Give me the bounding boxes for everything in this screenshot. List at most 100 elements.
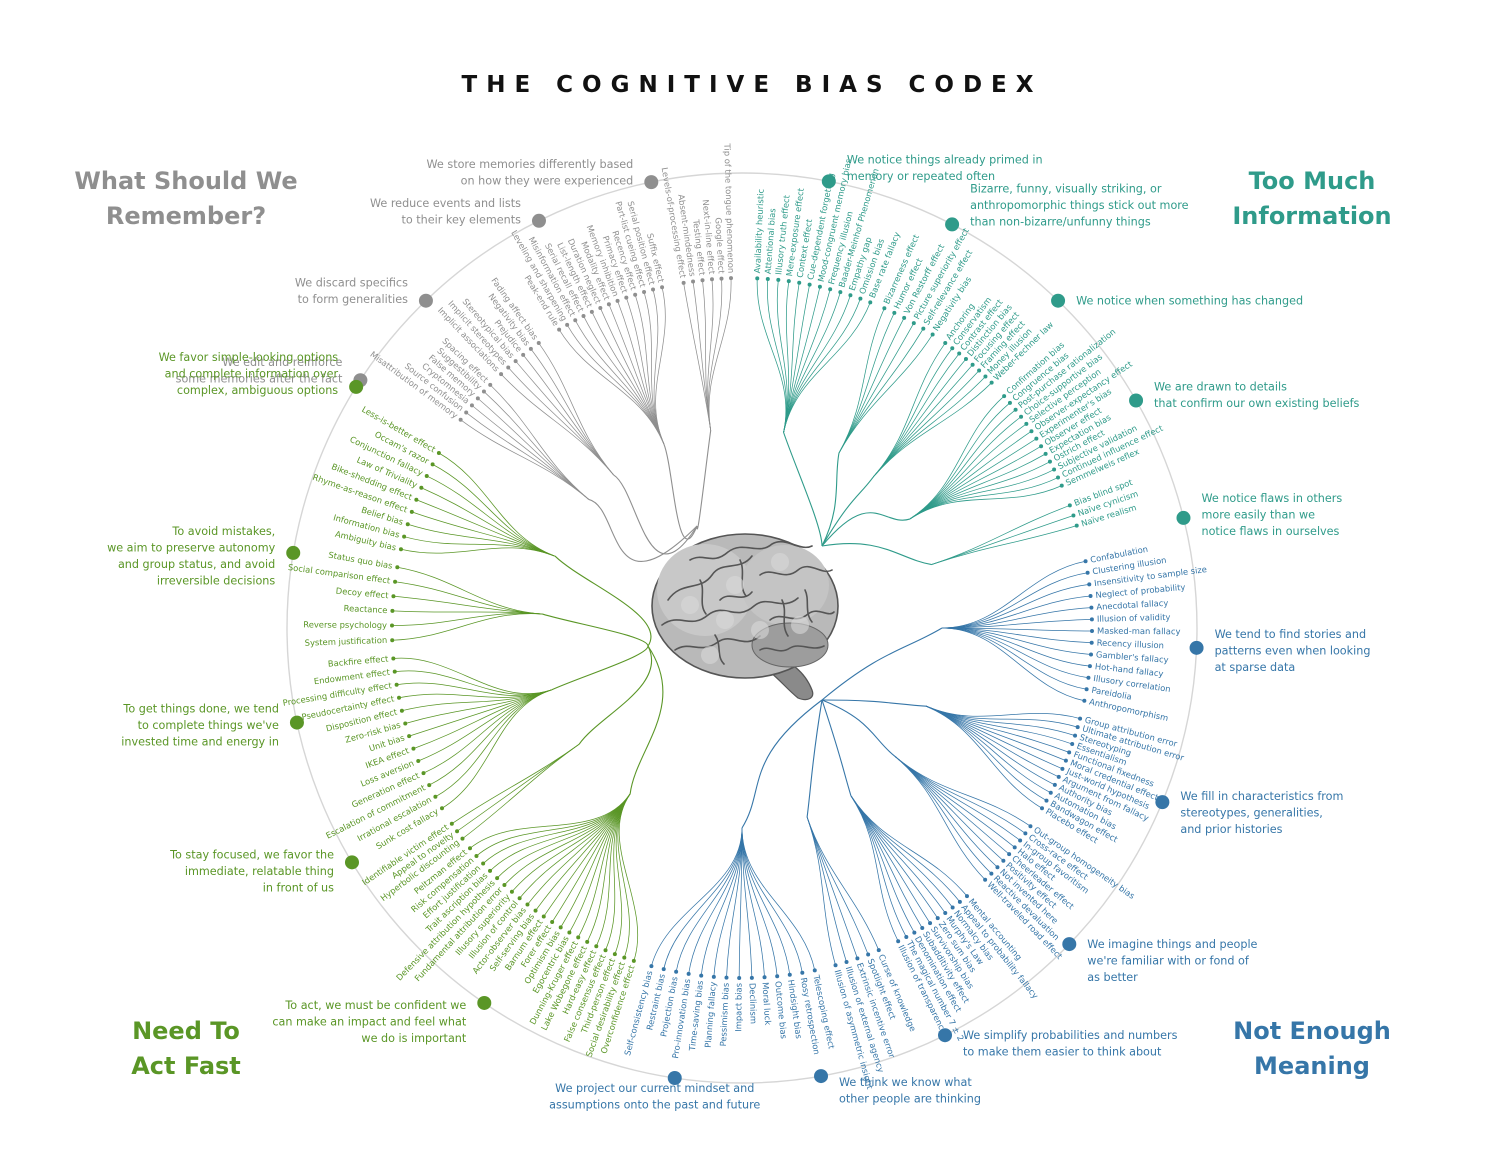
leaf-dot xyxy=(989,380,994,385)
branch-line xyxy=(741,827,816,971)
trunk-n2 xyxy=(578,645,653,745)
leaf-dot xyxy=(481,861,486,866)
leaf-dot xyxy=(424,473,429,478)
leaf-dot xyxy=(892,310,897,315)
leaf-dot xyxy=(902,315,907,320)
leaf-dot xyxy=(786,279,791,284)
leaf-dot xyxy=(709,277,714,282)
leaf-dot xyxy=(419,485,424,490)
branch-line xyxy=(776,279,788,433)
branch-line xyxy=(393,595,543,615)
leaf-dot xyxy=(674,969,679,974)
leaf-dot xyxy=(957,899,962,904)
leaf-dot xyxy=(603,948,608,953)
branch-line xyxy=(741,827,778,977)
branch-line xyxy=(489,384,590,500)
branch-line xyxy=(400,547,556,557)
leaf-dot xyxy=(495,876,500,881)
leaf-dot xyxy=(1084,687,1089,692)
leaf-dot xyxy=(1018,838,1023,843)
leaf-dot xyxy=(393,579,398,584)
leaf-dot xyxy=(541,914,546,919)
branch-line xyxy=(404,536,556,557)
leaf-dot xyxy=(787,972,792,977)
branch-line xyxy=(451,743,580,825)
leaf-dot xyxy=(474,854,479,859)
bias-label: Impact bias xyxy=(733,983,743,1032)
bias-label: Reactance xyxy=(343,603,387,615)
branch-line xyxy=(850,795,915,933)
branch-line xyxy=(872,376,986,478)
leaf-dot xyxy=(920,926,925,931)
leaf-dot xyxy=(1075,725,1080,730)
trunk-b6 xyxy=(741,699,823,829)
leaf-dot xyxy=(439,806,444,811)
branch-line xyxy=(931,525,1077,565)
leaf-dot xyxy=(1067,750,1072,755)
branch-line xyxy=(941,583,1090,629)
leaf-dot xyxy=(1070,742,1075,747)
leaf-dot xyxy=(858,296,863,301)
trunk-t1 xyxy=(783,432,823,547)
trunk-n3 xyxy=(551,645,649,691)
branch-line xyxy=(767,278,787,433)
leaf-dot xyxy=(1078,716,1083,721)
leaf-dot xyxy=(950,905,955,910)
leaf-dot xyxy=(430,462,435,467)
leaf-dot xyxy=(391,594,396,599)
leaf-dot xyxy=(1067,503,1072,508)
branch-line xyxy=(741,827,791,975)
leaf-dot xyxy=(397,695,402,700)
leaf-dot xyxy=(1083,559,1088,564)
branch-line xyxy=(392,613,543,641)
trunk-g3 xyxy=(613,474,698,555)
branch-line xyxy=(941,572,1088,629)
subcategory-dot-g2 xyxy=(531,213,546,228)
branch-line xyxy=(558,329,665,445)
leaf-dot xyxy=(395,565,400,570)
bias-label: Tip of the tongue phenomenon xyxy=(722,142,736,273)
leaf-dot xyxy=(581,313,586,318)
branch-line xyxy=(741,827,753,978)
leaf-dot xyxy=(1040,806,1045,811)
leaf-dot xyxy=(983,374,988,379)
leaf-dot xyxy=(904,935,909,940)
leaf-dot xyxy=(1044,798,1049,803)
branch-line xyxy=(850,795,907,938)
leaf-dot xyxy=(392,669,397,674)
leaf-dot xyxy=(455,829,460,834)
branch-line xyxy=(395,581,543,615)
leaf-dot xyxy=(421,771,426,776)
leaf-dot xyxy=(775,974,780,979)
leaf-dot xyxy=(1048,790,1053,795)
branch-line xyxy=(909,409,1016,520)
leaf-dot xyxy=(1007,852,1012,857)
leaf-dot xyxy=(1034,436,1039,441)
leaf-dot xyxy=(1023,831,1028,836)
branch-line xyxy=(806,816,847,963)
branch-line xyxy=(500,373,614,476)
branch-line xyxy=(409,689,552,737)
leaf-dot xyxy=(612,952,617,957)
leaf-dot xyxy=(719,276,724,281)
leaf-dot xyxy=(403,721,408,726)
branch-line xyxy=(625,297,665,445)
trunk-b2 xyxy=(821,699,927,707)
bias-label: Planning fallacy xyxy=(703,981,718,1048)
subcategory-dot-t3 xyxy=(1051,293,1066,308)
leaf-dot xyxy=(800,970,805,975)
branch-line xyxy=(675,827,743,972)
branch-line xyxy=(894,756,992,874)
branch-line xyxy=(872,353,960,478)
branch-line xyxy=(838,308,885,454)
branch-line xyxy=(651,827,743,967)
leaf-dot xyxy=(661,967,666,972)
